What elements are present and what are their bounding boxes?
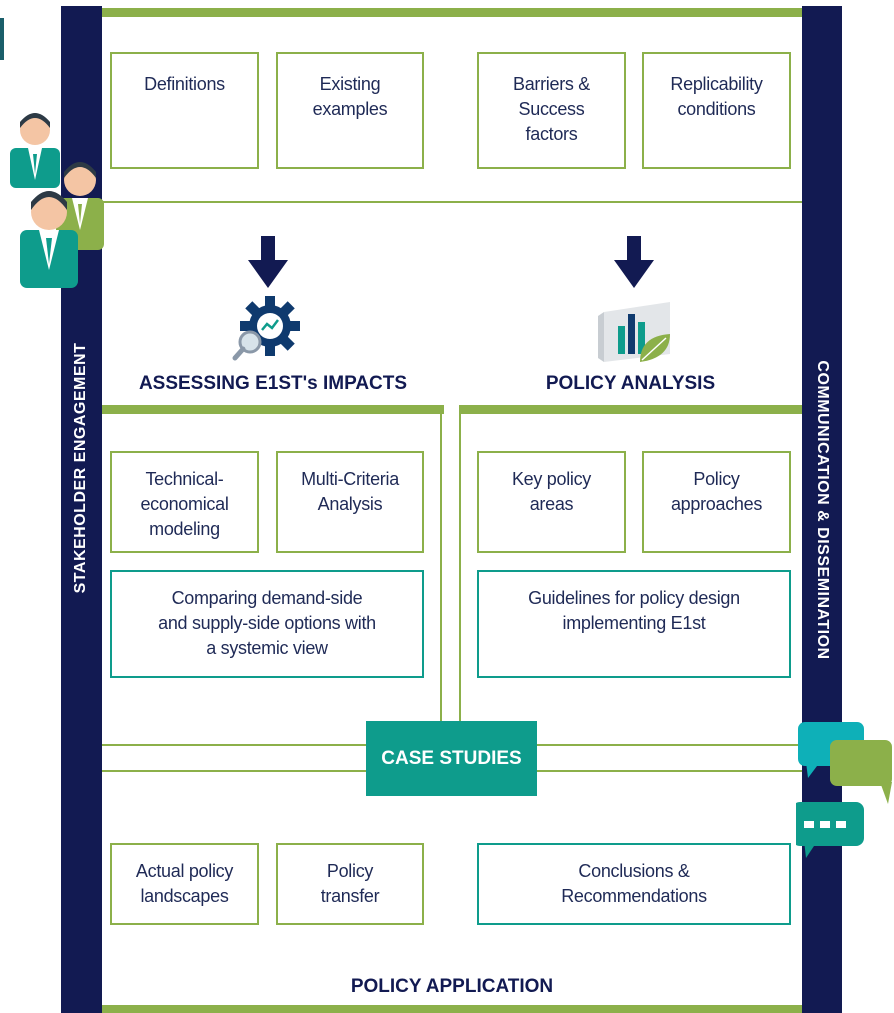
barriers-success-box: Barriers & Success factors xyxy=(477,52,626,169)
policy-left-line xyxy=(459,414,461,722)
assessing-section-line xyxy=(102,405,444,414)
policy-transfer-box: Policy transfer xyxy=(276,843,424,925)
conclusions-box: Conclusions & Recommendations xyxy=(477,843,791,925)
assessing-right-line xyxy=(440,414,442,722)
replicability-box: Replicability conditions xyxy=(642,52,791,169)
comparing-options-box: Comparing demand-side and supply-side op… xyxy=(110,570,424,678)
existing-examples-box: Existing examples xyxy=(276,52,424,169)
technical-economical-box: Technical- economical modeling xyxy=(110,451,259,553)
top-border-line xyxy=(102,8,802,17)
communication-dissemination-label: COMMUNICATION & DISSEMINATION xyxy=(814,360,831,660)
case-studies-label: CASE STUDIES xyxy=(381,747,522,769)
case-studies-box: CASE STUDIES xyxy=(366,721,537,796)
policy-analysis-heading: POLICY ANALYSIS xyxy=(545,373,716,394)
people-icon xyxy=(10,113,104,288)
left-edge-mark xyxy=(0,18,4,60)
policy-application-heading: POLICY APPLICATION xyxy=(350,976,554,997)
assessing-impacts-heading: ASSESSING E1ST's IMPACTS xyxy=(138,373,408,394)
section-divider-line xyxy=(102,201,802,203)
speech-bubbles-icon xyxy=(796,722,892,858)
bottom-border-line xyxy=(102,1005,802,1013)
guidelines-box: Guidelines for policy design implementin… xyxy=(477,570,791,678)
bar-chart-leaf-icon xyxy=(598,302,670,362)
multi-criteria-box: Multi-Criteria Analysis xyxy=(276,451,424,553)
gear-search-icon xyxy=(232,296,300,361)
policy-approaches-box: Policy approaches xyxy=(642,451,791,553)
stakeholder-engagement-label: STAKEHOLDER ENGAGEMENT xyxy=(72,342,89,594)
policy-section-line xyxy=(459,405,802,414)
definitions-box: Definitions xyxy=(110,52,259,169)
down-arrow-icon xyxy=(614,236,654,288)
key-policy-areas-box: Key policy areas xyxy=(477,451,626,553)
policy-landscapes-box: Actual policy landscapes xyxy=(110,843,259,925)
down-arrow-icon xyxy=(248,236,288,288)
